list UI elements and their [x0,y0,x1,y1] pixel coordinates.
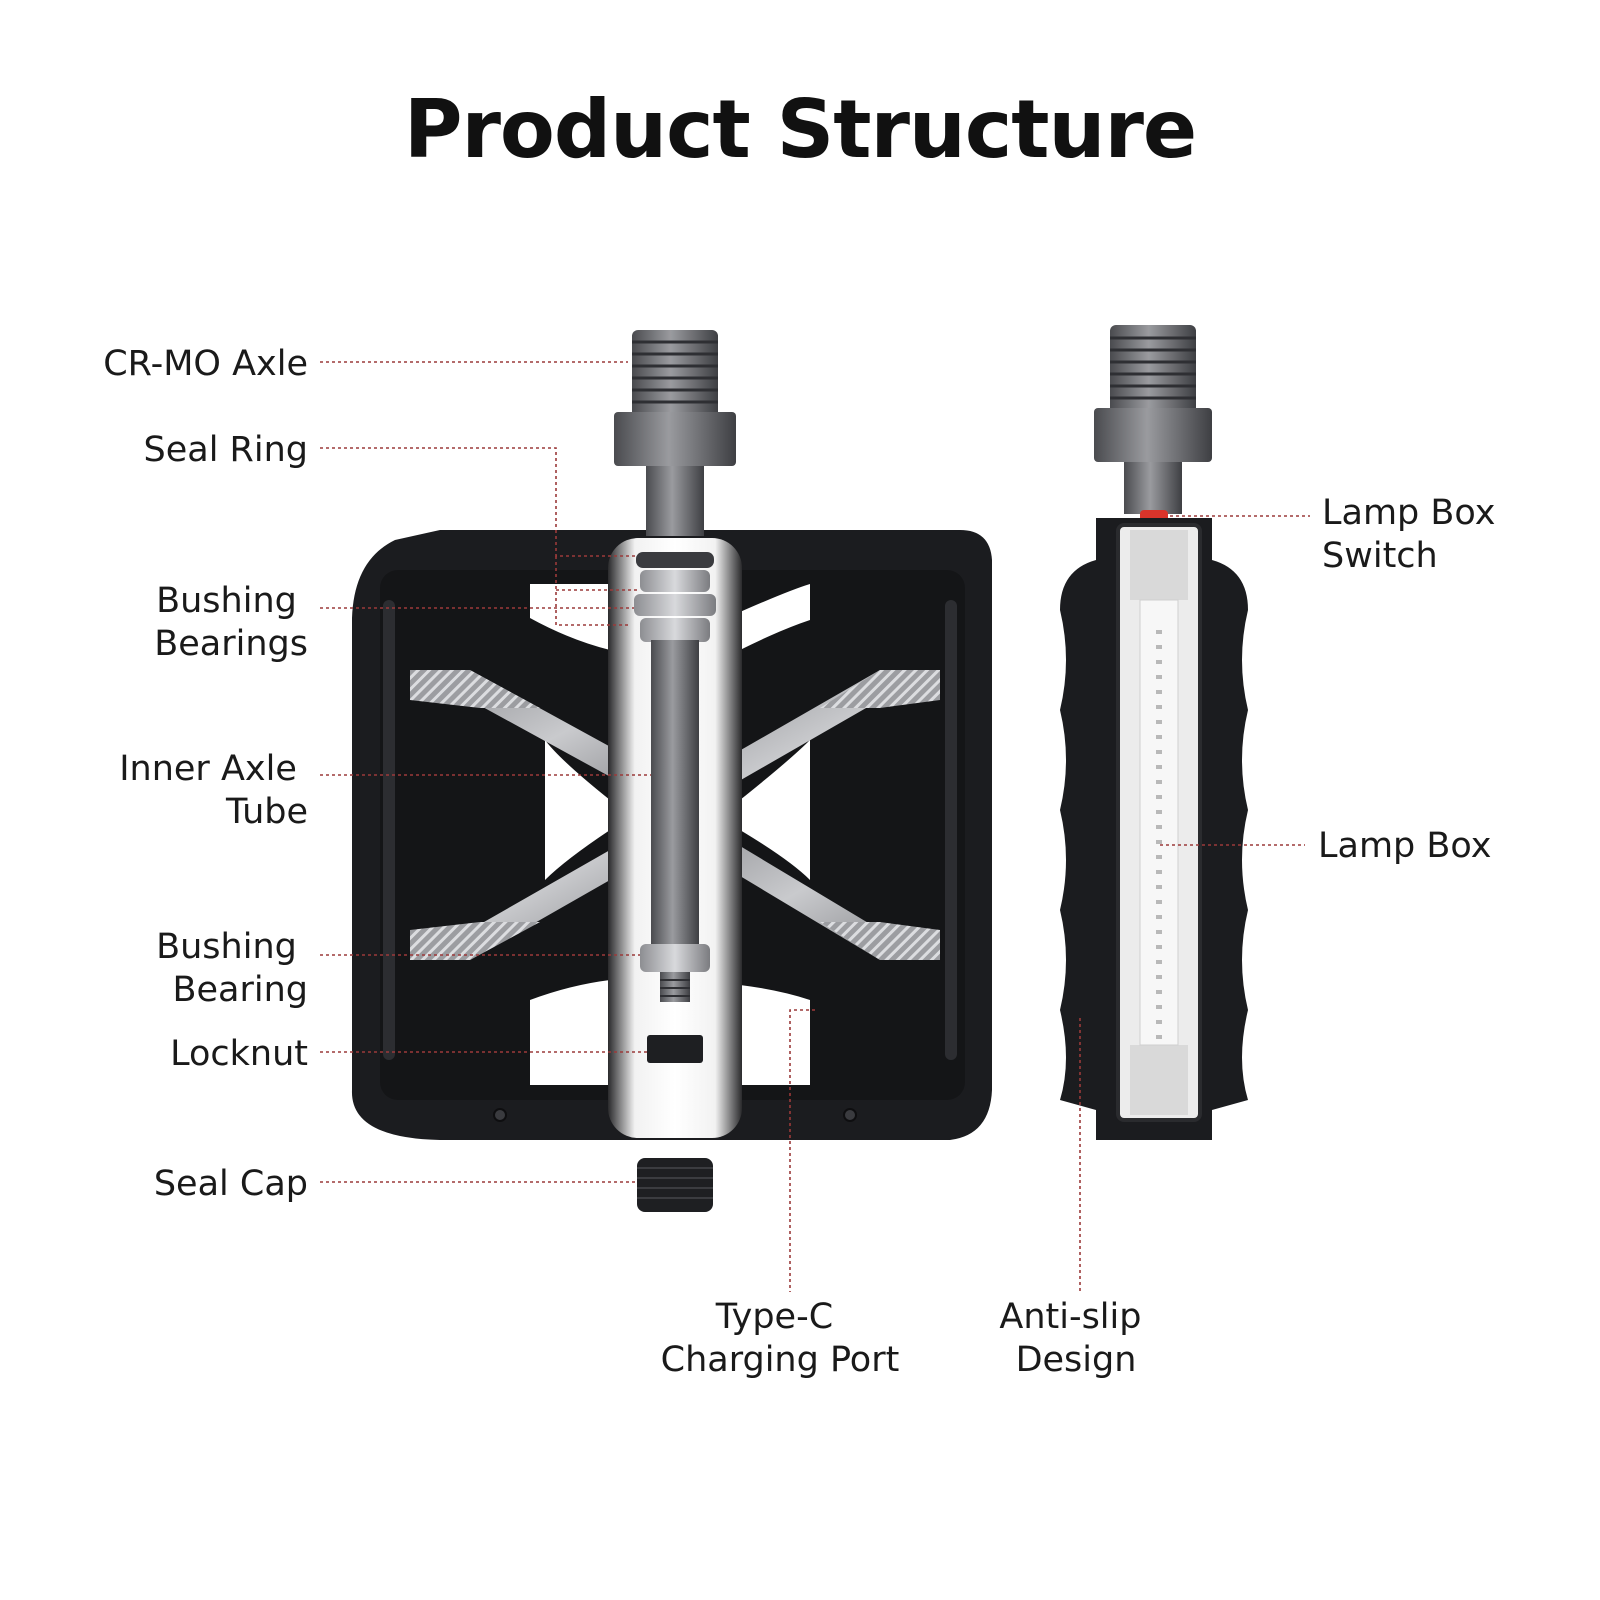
led-dot [1156,810,1162,814]
bushing-bearing-part [640,944,710,972]
seal-cap-part [637,1158,713,1212]
crmo-axle-part [614,330,736,536]
led-dot [1156,645,1162,649]
led-dot [1156,990,1162,994]
led-dot [1156,960,1162,964]
led-dot [1156,870,1162,874]
led-dot [1156,945,1162,949]
seal-ring-part [636,552,714,568]
led-dot [1156,1005,1162,1009]
side-pedal-view [1060,325,1248,1140]
led-dot [1156,915,1162,919]
lamp-led-dots [1156,630,1162,1039]
led-dot [1156,855,1162,859]
led-dot [1156,780,1162,784]
label-bushing-bearing: Bushing Bearing [156,927,308,1010]
led-dot [1156,900,1162,904]
led-dot [1156,930,1162,934]
label-typec-port: Type-C Charging Port [661,1297,900,1380]
label-seal-cap: Seal Cap [154,1164,308,1204]
led-dot [1156,840,1162,844]
label-inner-axle-tube: Inner Axle Tube [119,749,308,832]
led-dot [1156,720,1162,724]
locknut-part [647,1035,703,1063]
led-dot [1156,1035,1162,1039]
label-bushing-bearings: Bushing Bearings [154,581,308,664]
led-dot [1156,630,1162,634]
led-dot [1156,675,1162,679]
led-dot [1156,1020,1162,1024]
label-seal-ring: Seal Ring [144,430,309,470]
led-dot [1156,975,1162,979]
led-dot [1156,795,1162,799]
led-dot [1156,765,1162,769]
pedal-cross-bars [410,670,940,960]
label-lamp-box-switch: Lamp Box Switch [1322,493,1507,576]
led-dot [1156,735,1162,739]
label-lamp-box: Lamp Box [1318,826,1491,866]
bushing-bearings-part [634,570,716,642]
led-dot [1156,660,1162,664]
led-dot [1156,885,1162,889]
label-crmo-axle: CR-MO Axle [103,344,308,384]
label-anti-slip: Anti-slip Design [999,1297,1152,1380]
part-labels: CR-MO Axle Seal Ring Bushing Bearings In… [103,344,1507,1380]
led-dot [1156,690,1162,694]
led-dot [1156,705,1162,709]
led-dot [1156,825,1162,829]
label-locknut: Locknut [170,1034,308,1074]
page-title: Product Structure [403,83,1197,176]
leader-lines [320,361,1310,1292]
led-dot [1156,750,1162,754]
front-pedal-view [351,330,992,1212]
inner-axle-tube-part [651,640,699,945]
